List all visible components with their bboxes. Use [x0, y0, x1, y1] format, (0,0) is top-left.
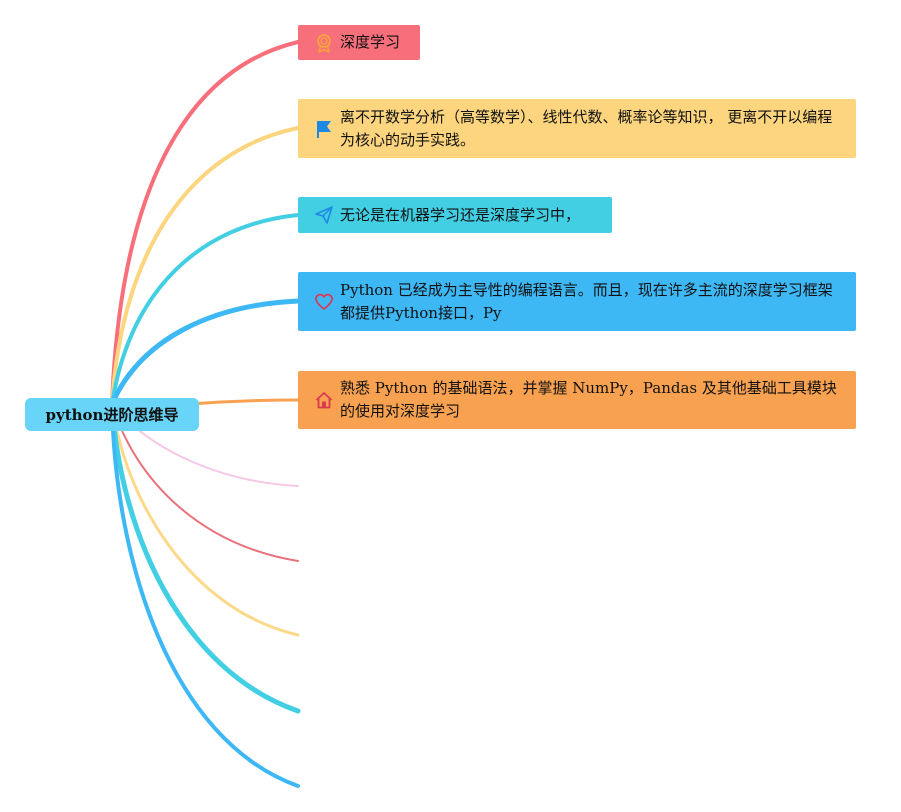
branch-line [110, 126, 300, 406]
topic-label: Python 已经成为主导性的编程语言。而且，现在许多主流的深度学习框架都提供P… [340, 280, 833, 322]
flag-icon [314, 119, 334, 139]
topic-node[interactable]: 深度学习 [298, 25, 420, 60]
root-node[interactable]: python进阶思维导 [25, 398, 199, 431]
topic-node[interactable]: Python 已经成为主导性的编程语言。而且，现在许多主流的深度学习框架都提供P… [298, 272, 856, 331]
branch-line [109, 298, 301, 407]
empty-branch-line [110, 402, 300, 637]
topic-node[interactable]: 离不开数学分析（高等数学）、线性代数、概率论等知识， 更离不开以编程为核心的动手… [298, 99, 856, 158]
empty-branch-line [110, 402, 300, 788]
topic-node[interactable]: 无论是在机器学习还是深度学习中， [298, 197, 612, 233]
branch-line [110, 213, 300, 406]
heart-icon [314, 292, 334, 312]
topic-label: 深度学习 [340, 33, 401, 51]
topic-label: 离不开数学分析（高等数学）、线性代数、概率论等知识， 更离不开以编程为核心的动手… [340, 107, 833, 149]
topic-node[interactable]: 熟悉 Python 的基础语法，并掌握 NumPy，Pandas 及其他基础工具… [298, 371, 856, 429]
topic-label: 无论是在机器学习还是深度学习中， [340, 205, 581, 224]
empty-branch-line [109, 401, 301, 714]
award-ribbon-icon [314, 33, 334, 53]
empty-branch-line [111, 403, 299, 562]
branch-line [188, 398, 300, 406]
branch-line [110, 40, 300, 406]
paper-plane-icon [314, 205, 334, 225]
topic-label: 熟悉 Python 的基础语法，并掌握 NumPy，Pandas 及其他基础工具… [340, 379, 837, 420]
root-title: python进阶思维导 [45, 406, 179, 424]
home-icon [314, 390, 334, 410]
